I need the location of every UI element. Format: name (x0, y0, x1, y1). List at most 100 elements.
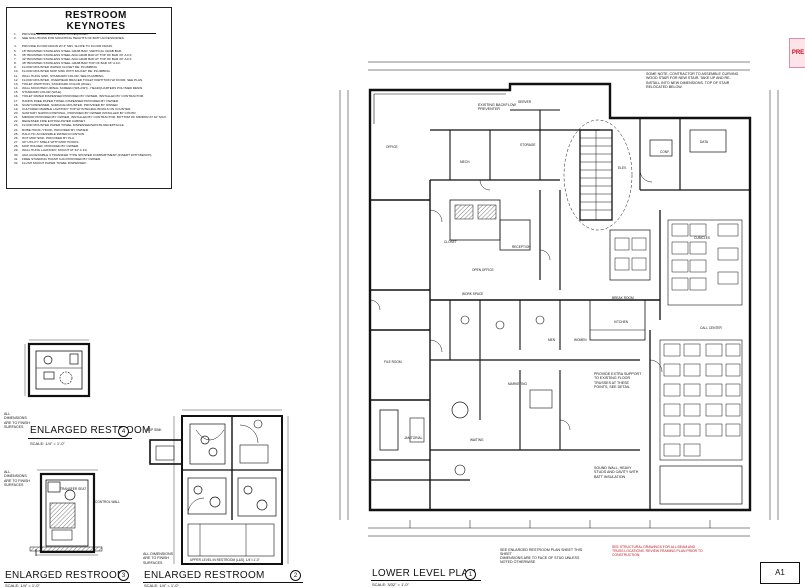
detail-3-title-rule (4, 582, 130, 583)
keynote-number: 2. (14, 36, 17, 41)
keynote-number: 1. (14, 32, 17, 36)
room-label: CUBICLES (694, 236, 710, 240)
keynote-text: HANDS FREE PAPER TOWEL DISPENSER PROVIDE… (22, 98, 119, 103)
mop-sink-label: MOP SINK (146, 428, 162, 432)
keynote-item: 21.MIRROR PROVIDED BY OWNER, INSTALLED B… (14, 115, 170, 119)
keynote-item: 29.WALL HUNG LAVATORY, MOUNT AT 34" A.F.… (14, 148, 170, 152)
keynote-number: 26. (14, 135, 19, 140)
room-label: ELEV. (618, 166, 627, 170)
keynote-item: 17.HANDS FREE PAPER TOWEL DISPENSER PROV… (14, 99, 170, 103)
plan-bottom-note-2: DIMENSIONS ARE TO FACE OF STUD UNLESS NO… (500, 556, 580, 565)
upper-level-label: UPPER LEVEL IN RESTROOM (L&S), 1/4"=1'-0… (190, 558, 260, 562)
keynote-text: RECESSED FIRE EXTINGUISHER CABINET. (22, 119, 86, 124)
keynote-text: 42" BRUSHED STAINLESS STEEL ADA GRAB BAR… (22, 56, 133, 61)
room-label: KITCHEN (614, 320, 628, 324)
keynote-text: FLOOR MOUNTED MOP SINK WITH FAUCET RE: P… (22, 69, 111, 74)
keynote-number: 25. (14, 131, 19, 136)
control-wall-label: CONTROL WALL (95, 500, 120, 504)
keynote-text: 36" BRUSHED STAINLESS STEEL ADA GRAB BAR… (22, 52, 133, 57)
keynote-number: 8. (14, 61, 17, 66)
keynote-item: 4.PROVIDE FLOOR DRAIN W/ 3" MIN. SLOPE T… (14, 44, 170, 48)
keynote-text: 48" BRUSHED STAINLESS STEEL GRAB BAR TOP… (22, 61, 121, 66)
detail-4-title: ENLARGED RESTROOM (30, 425, 151, 436)
keynote-text: WALL HUNG SINK, STANDARD COLOR, SEE PLUM… (22, 73, 105, 78)
keynote-item: 32.FLUSH MOUNT PAPER TOWEL DISPENSER. (14, 161, 170, 165)
keynote-number: 32. (14, 160, 19, 165)
keynote-number: 19. (14, 106, 19, 111)
keynote-number: 4. (14, 44, 17, 49)
keynote-text: FLOOR MOUNTED PAPER TOWEL DISPENSER/WAST… (22, 123, 125, 128)
keynote-text: HOT MOP SINK, PROVIDED BY PLU. (22, 135, 75, 140)
keynote-text: HALO HC ACCESSIBLE WATER FOUNTAIN. (22, 131, 85, 136)
detail-4-note: ALL DIMENSIONS ARE TO FINISH SURFACES (4, 412, 31, 429)
keynote-item: 27.30" UTILITY SHELF WITH MOP HOOKS. (14, 140, 170, 144)
keynote-text: PROVIDE BLOCKING IN WALL AS REQUIRED. (22, 32, 89, 36)
room-label: MEN (548, 338, 556, 342)
keynote-number: 11. (14, 73, 19, 78)
keynote-item: 15.STANDARD COLOR (W/LE). (14, 90, 170, 94)
keynote-item: 9. FLOOR MOUNTED WATER CLOSET RE: PLUMBIN… (14, 65, 170, 69)
detail-4-scale: SCALE: 1/4" = 1'-0" (30, 441, 65, 446)
keynote-number: 16. (14, 94, 19, 99)
detail-1-title: LOWER LEVEL PLAN (372, 568, 476, 579)
keynote-number: 23. (14, 123, 19, 128)
detail-4-restroom-plan (24, 339, 91, 398)
keynote-number: 9. (14, 65, 17, 70)
detail-3-scale: SCALE: 1/4" = 1'-0" (5, 583, 40, 588)
restroom-keynotes-panel: RESTROOM KEYNOTES 1. PROVIDE BLOCKING IN … (6, 7, 172, 189)
keynote-number: 10. (14, 69, 19, 74)
keynote-text: WALL MOUNTED URINAL SCREEN (SPLASH) - HE… (22, 86, 144, 91)
stair-note: SOME NOTE, CONTRACTOR TO ASSEMBLE CURVIN… (646, 72, 739, 89)
keynote-number: 24. (14, 127, 19, 132)
room-label: DATA (700, 140, 709, 144)
keynote-number: 18. (14, 102, 19, 107)
keynote-number: 7. (14, 56, 17, 61)
room-label: CALL CENTER (700, 326, 722, 330)
keynote-item: 7. 42" BRUSHED STAINLESS STEEL ADA GRAB B… (14, 57, 170, 61)
keynote-item: 8. 48" BRUSHED STAINLESS STEEL GRAB BAR T… (14, 61, 170, 65)
keynote-text: SEE SOLUTIONS FOR MOUNTING HEIGHTS OF BA… (22, 36, 125, 41)
keynotes-list: 1.PROVIDE BLOCKING IN WALL AS REQUIRED.2… (14, 32, 170, 165)
keynote-item: 11.WALL HUNG SINK, STANDARD COLOR, SEE P… (14, 74, 170, 78)
backflow-note: EXISTING BACKFLOW PREVENTER (478, 103, 516, 112)
room-label: WOMEN (574, 338, 587, 342)
keynotes-title: RESTROOM KEYNOTES (36, 10, 156, 34)
keynote-text: CULTURED MARBLE LAVATORY TOP W/ INTEGRAL… (22, 106, 132, 111)
keynote-text: SOAP DISPENSER, SURFACE MOUNTED. PROVIDE… (22, 102, 119, 107)
room-label: STORAGE (520, 143, 536, 147)
room-label: JANITORIAL (404, 436, 423, 440)
keynote-number: 12. (14, 77, 19, 82)
detail-3-number-bubble: 3 (118, 570, 129, 581)
keynote-number: 27. (14, 140, 19, 145)
structural-red-note: SEE STRUCTURAL DRAWINGS FOR ALL BEAM AND… (612, 545, 703, 557)
keynote-text: TOILET PAPER DISPENSER PROVIDED BY OWNER… (22, 94, 145, 99)
keynote-number: 30. (14, 152, 19, 157)
keynote-number: 6. (14, 52, 17, 57)
keynote-number: 5. (14, 48, 17, 53)
keynote-number: 28. (14, 144, 19, 149)
keynote-text: FLOOR MOUNTED WATER CLOSET RE: PLUMBING. (22, 65, 98, 70)
keynote-item: 31.FREE STANDING TRASH CAN PROVIDED BY O… (14, 157, 170, 161)
keynote-text: WALL HUNG LAVATORY, MOUNT AT 34" A.F.F. (22, 148, 88, 153)
detail-2-title: ENLARGED RESTROOM (144, 570, 265, 581)
keynote-number: 20. (14, 110, 19, 115)
detail-3-note: ALL DIMENSIONS ARE TO FINISH SURFACES (4, 470, 31, 487)
keynote-item: 19.CULTURED MARBLE LAVATORY TOP W/ INTEG… (14, 107, 170, 111)
keynote-text: MIRROR PROVIDED BY OWNER, INSTALLED BY C… (22, 115, 167, 120)
room-label: CONF. (660, 150, 670, 154)
keynote-text: FLUSH MOUNT PAPER TOWEL DISPENSER. (22, 160, 87, 165)
room-label: WAITING (470, 438, 484, 442)
detail-2-scale: SCALE: 1/4" = 1'-0" (144, 583, 179, 588)
keynote-item: 25.HALO HC ACCESSIBLE WATER FOUNTAIN. (14, 132, 170, 136)
keynote-item: 24.ROBE HOOK / HOOK, PROVIDED BY OWNER. (14, 128, 170, 132)
keynote-number: 14. (14, 86, 19, 91)
keynote-number: 21. (14, 115, 19, 120)
keynote-text: TOILET PARTITION, STANDARD COLOR (W/LE). (22, 81, 92, 86)
transfer-seat-label: TRANSFER SEAT (60, 487, 87, 491)
detail-3-restroom-plan (29, 469, 103, 556)
room-label: MECH. (460, 160, 471, 164)
keynote-item: 10.FLOOR MOUNTED MOP SINK WITH FAUCET RE… (14, 69, 170, 73)
keynote-item: 2. SEE SOLUTIONS FOR MOUNTING HEIGHTS OF … (14, 36, 170, 40)
keynote-number: 15. (14, 90, 19, 95)
